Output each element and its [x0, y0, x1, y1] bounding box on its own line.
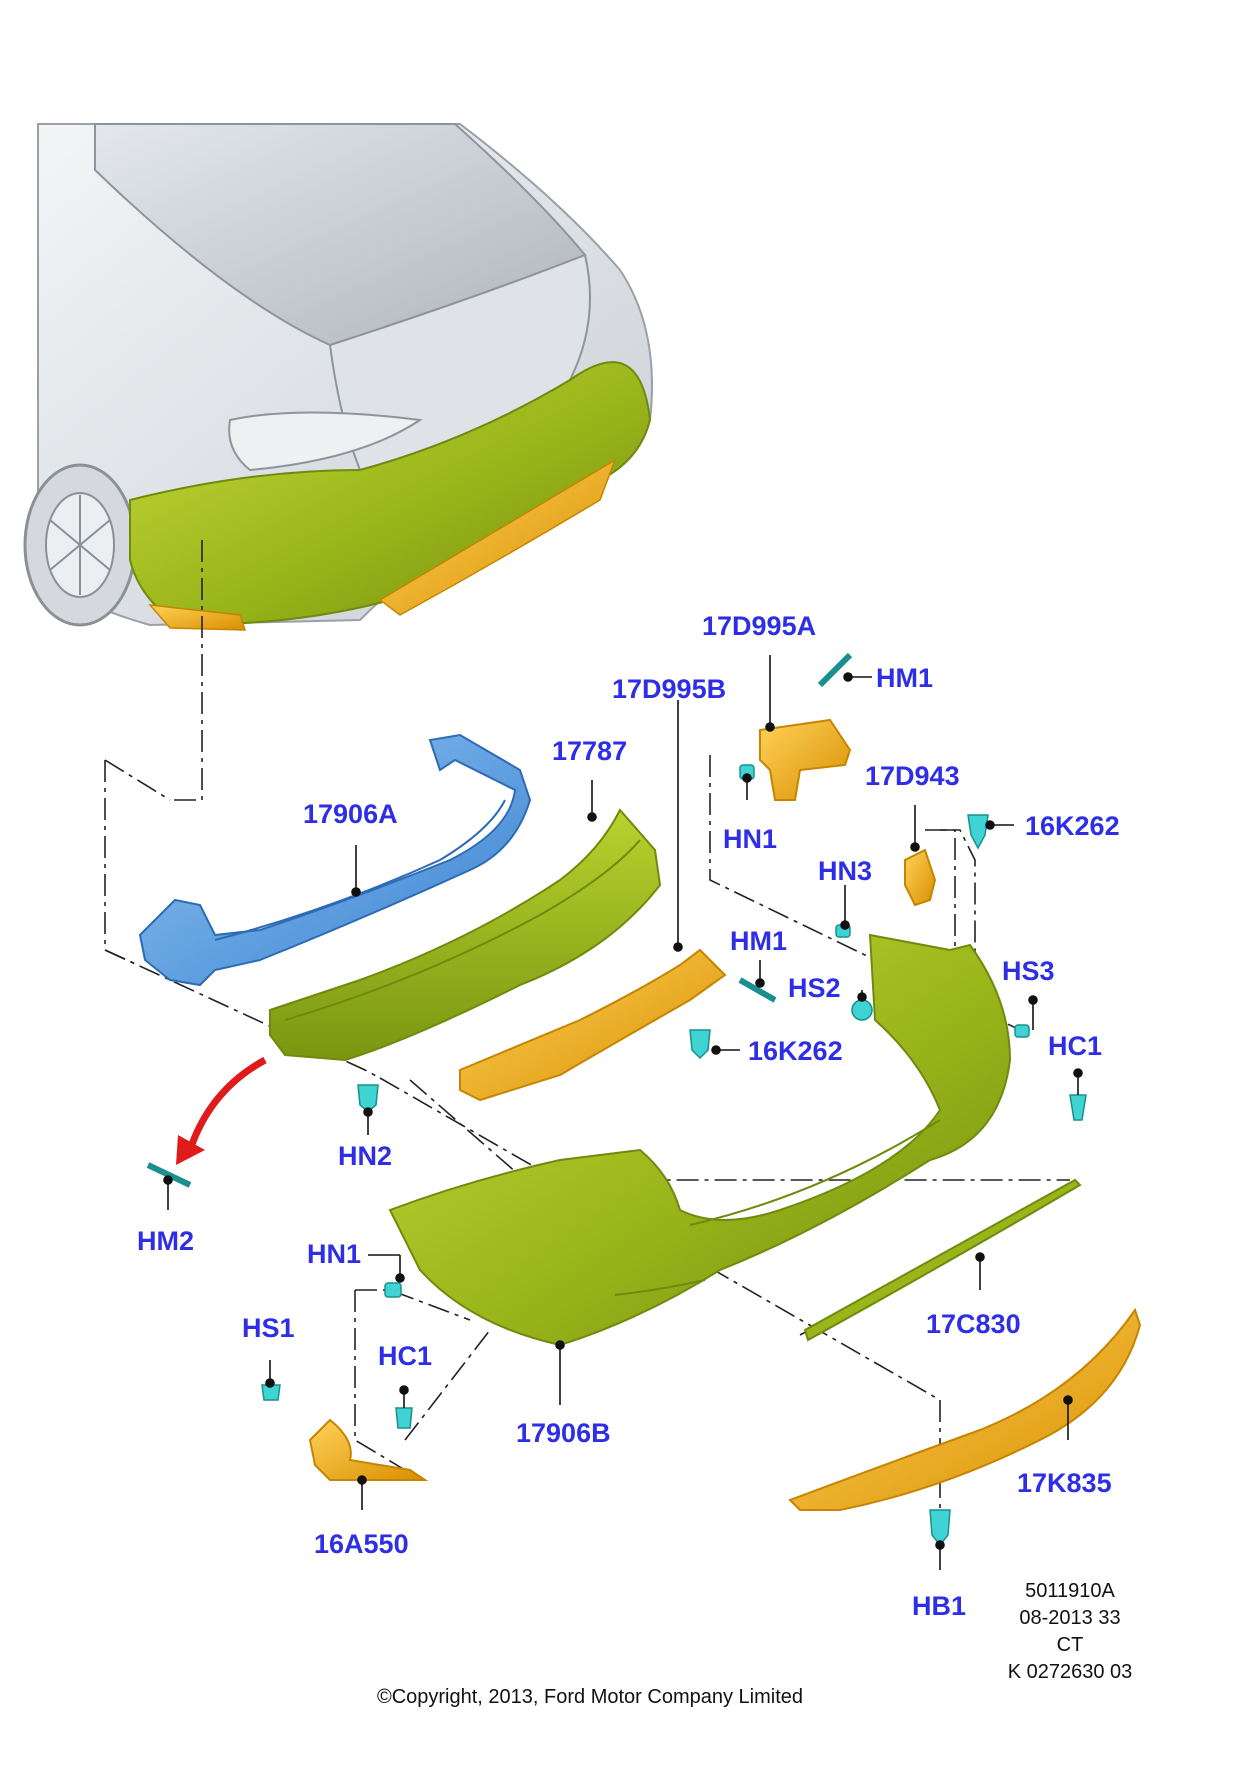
part-bumper-cover: [388, 933, 1012, 1347]
label-17906b: 17906B: [516, 1418, 611, 1448]
label-17d995a: 17D995A: [702, 611, 816, 641]
label-16a550: 16A550: [314, 1529, 409, 1559]
fastener-hn1-bottom: [384, 1282, 402, 1298]
part-trim-strip: [803, 1178, 1082, 1342]
fastener-hn2: [357, 1084, 379, 1113]
diagram-ct: CT: [1056, 1634, 1084, 1656]
fastener-hc1-right: [1069, 1094, 1087, 1121]
diagram-code: 5011910A: [1025, 1580, 1115, 1602]
fastener-16k262-top: [967, 814, 989, 850]
fastener-hs3: [1014, 1024, 1030, 1038]
car-side-valance: [148, 604, 247, 631]
fastener-16k262-mid: [689, 1029, 711, 1060]
direction-arrow: [186, 1056, 267, 1152]
label-hm1-top: HM1: [876, 663, 933, 693]
car-rear-bumper: [129, 361, 652, 627]
label-hm2: HM2: [137, 1226, 194, 1256]
direction-arrow-head: [176, 1135, 205, 1165]
car-tail-light: [228, 411, 423, 472]
fastener-hb1: [929, 1509, 951, 1547]
label-hs2: HS2: [788, 973, 841, 1003]
fastener-hm1-top: [817, 652, 853, 688]
label-17c830: 17C830: [926, 1309, 1021, 1339]
fastener-hc1-left: [395, 1407, 413, 1429]
fasteners: [146, 652, 1087, 1547]
label-17d943: 17D943: [865, 761, 960, 791]
diagram-ref: K 0272630 03: [1007, 1661, 1133, 1683]
fastener-hm2: [146, 1162, 192, 1188]
label-17906a: 17906A: [303, 799, 398, 829]
label-16k262-top: 16K262: [1025, 811, 1120, 841]
label-hn2: HN2: [338, 1141, 392, 1171]
label-17d995b: 17D995B: [612, 674, 726, 704]
label-hs1: HS1: [242, 1313, 295, 1343]
part-energy-absorber: [269, 808, 662, 1062]
vehicle-rear-view: [23, 123, 653, 631]
label-17787: 17787: [552, 736, 627, 766]
part-bracket-17d995b: [459, 948, 727, 1102]
fastener-hm1-mid: [738, 977, 777, 1003]
label-16k262-mid: 16K262: [748, 1036, 843, 1066]
label-hs3: HS3: [1002, 956, 1055, 986]
copyright-notice: ©Copyright, 2013, Ford Motor Company Lim…: [376, 1686, 804, 1708]
label-hb1: HB1: [912, 1591, 966, 1621]
label-hc1-left: HC1: [378, 1341, 432, 1371]
fastener-hs2: [851, 999, 873, 1021]
label-hn1-bottom: HN1: [307, 1239, 361, 1269]
label-17k835: 17K835: [1017, 1468, 1112, 1498]
car-wheel: [23, 463, 137, 627]
part-reinforcement-beam: [138, 733, 532, 987]
car-rear-diffuser: [378, 458, 617, 616]
part-labels: 17906A 17787 17D995B 17D995A HM1 HN1 17D…: [137, 611, 1120, 1621]
label-hn3: HN3: [818, 856, 872, 886]
part-bracket-17d943: [904, 848, 937, 907]
diagram-date: 08-2013 33: [1019, 1607, 1121, 1629]
label-hc1-right: HC1: [1048, 1031, 1102, 1061]
part-corner-bracket: [308, 1418, 429, 1481]
diagram-reference-block: 5011910A 08-2013 33 CT K 0272630 03: [990, 1578, 1150, 1686]
label-hn1-top: HN1: [723, 824, 777, 854]
label-hm1-mid: HM1: [730, 926, 787, 956]
part-diffuser: [788, 1307, 1142, 1511]
part-bracket-17d995a: [759, 718, 852, 801]
callout-lines: [163, 655, 1083, 1570]
